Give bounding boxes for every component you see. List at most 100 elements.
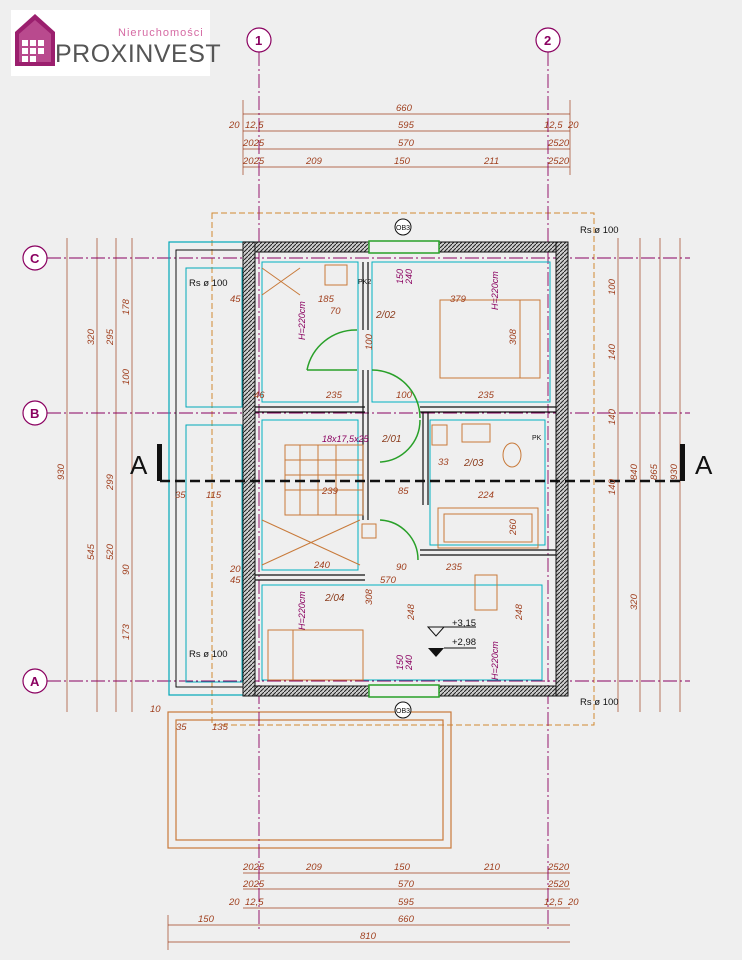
svg-text:320: 320 <box>86 328 97 345</box>
svg-text:299: 299 <box>105 473 116 491</box>
height-label-3: H=220cm <box>297 591 307 630</box>
svg-text:115: 115 <box>206 490 222 501</box>
dim-top-r4-2: 150 <box>394 156 411 167</box>
dim-bot-r1-2: 150 <box>394 862 411 873</box>
level-label-1: +3,15 <box>452 618 476 629</box>
svg-text:320: 320 <box>629 593 640 610</box>
door-swings <box>306 329 421 561</box>
svg-text:308: 308 <box>508 328 519 345</box>
stairs-label: 18x17,5x25 <box>322 434 370 444</box>
interior-dim-labels: 45 185 379 70 235 46 100 235 33 35 115 2… <box>175 294 525 621</box>
axis-label-c: C <box>30 251 40 266</box>
room-label-2-04: 2/04 <box>324 593 345 604</box>
dim-top-r2-0: 20 <box>228 120 240 131</box>
svg-text:930: 930 <box>56 463 67 480</box>
svg-text:185: 185 <box>318 294 335 305</box>
svg-text:90: 90 <box>396 562 407 573</box>
svg-text:33: 33 <box>438 457 449 468</box>
svg-text:20: 20 <box>229 564 241 575</box>
window-label-bottom: OB3 <box>396 708 410 715</box>
dim-top-r4-1: 209 <box>305 156 323 167</box>
sill-top-150: 150 <box>395 269 405 284</box>
height-label-2: H=220cm <box>490 271 500 310</box>
svg-text:235: 235 <box>325 390 343 401</box>
svg-text:140: 140 <box>607 408 618 425</box>
svg-text:140: 140 <box>607 478 618 495</box>
svg-text:930: 930 <box>669 463 680 480</box>
dim-top-660: 660 <box>396 103 413 114</box>
vent-label-tr: Rs ø 100 <box>580 225 619 236</box>
left-dimension-lines <box>66 238 133 712</box>
dim-top-r2-3: 12,5 <box>544 120 563 131</box>
room-label-2-01: 2/01 <box>381 434 401 445</box>
dim-top-r3-2: 2520 <box>547 138 570 149</box>
dim-lower-135: 135 <box>212 722 229 733</box>
dim-bot-r3-0: 20 <box>228 897 240 908</box>
svg-text:239: 239 <box>321 486 339 497</box>
dim-bot-r4-1: 660 <box>398 914 415 925</box>
svg-text:90: 90 <box>121 564 132 575</box>
section-label-left: A <box>130 450 148 480</box>
svg-text:570: 570 <box>380 575 397 586</box>
axis-label-b: B <box>30 406 39 421</box>
window-label-top: OB3 <box>396 225 410 232</box>
svg-text:100: 100 <box>121 368 132 385</box>
sill-bottom-240: 240 <box>404 655 414 671</box>
svg-text:100: 100 <box>364 333 375 350</box>
svg-text:140: 140 <box>607 343 618 360</box>
chimney-label-pk: PK <box>532 435 542 442</box>
brand-name: PROXINVEST <box>55 40 222 68</box>
svg-text:379: 379 <box>450 294 467 305</box>
svg-text:45: 45 <box>230 575 241 586</box>
roof-outline <box>211 212 595 726</box>
vent-label-tl: Rs ø 100 <box>189 278 228 289</box>
window-bubbles <box>394 218 412 719</box>
height-label-1: H=220cm <box>297 301 307 340</box>
axis-bubbles <box>22 27 561 694</box>
furniture <box>267 264 541 681</box>
svg-text:178: 178 <box>121 298 132 315</box>
windows <box>368 240 440 698</box>
svg-text:173: 173 <box>121 623 132 640</box>
sill-top-240: 240 <box>404 269 414 285</box>
axis-label-1: 1 <box>255 33 262 48</box>
svg-text:840: 840 <box>629 463 640 480</box>
room-outlines <box>261 261 551 681</box>
dim-top-r4-3: 211 <box>483 156 499 167</box>
dim-bot-r3-2: 595 <box>398 897 415 908</box>
svg-text:224: 224 <box>477 490 494 501</box>
svg-text:35: 35 <box>175 490 186 501</box>
sill-bottom-150: 150 <box>395 655 405 670</box>
dim-bot-r3-3: 12,5 <box>544 897 563 908</box>
dim-bot-r1-4: 2520 <box>547 862 570 873</box>
top-dimension-lines <box>242 100 571 175</box>
dim-top-r3-0: 2025 <box>242 138 265 149</box>
svg-text:70: 70 <box>330 306 341 317</box>
svg-text:520: 520 <box>105 543 116 560</box>
level-marker <box>426 626 476 657</box>
dim-bot-r3-1: 12,5 <box>245 897 264 908</box>
dim-lower-35: 35 <box>176 722 187 733</box>
room-label-2-03: 2/03 <box>463 458 484 469</box>
dim-bot-r2-1: 570 <box>398 879 415 890</box>
axis-label-a: A <box>30 674 40 689</box>
svg-text:235: 235 <box>477 390 495 401</box>
dim-bot-r5: 810 <box>360 931 377 942</box>
dim-top-r2-4: 20 <box>567 120 579 131</box>
dim-top-r3-1: 570 <box>398 138 415 149</box>
svg-text:545: 545 <box>86 543 97 560</box>
svg-text:100: 100 <box>396 390 413 401</box>
dim-top-r4-0: 2025 <box>242 156 265 167</box>
svg-text:46: 46 <box>254 390 265 401</box>
dim-bot-r2-0: 2025 <box>242 879 265 890</box>
dim-top-r2-2: 595 <box>398 120 415 131</box>
svg-text:248: 248 <box>514 603 525 621</box>
right-dim-labels: 865 930 840 320 100 140 140 140 <box>607 278 680 610</box>
brand-logo-box <box>11 10 210 76</box>
svg-text:100: 100 <box>607 278 618 295</box>
terrace <box>167 711 452 849</box>
vent-label-bl: Rs ø 100 <box>189 649 228 660</box>
svg-text:240: 240 <box>313 560 331 571</box>
svg-text:295: 295 <box>105 328 116 346</box>
